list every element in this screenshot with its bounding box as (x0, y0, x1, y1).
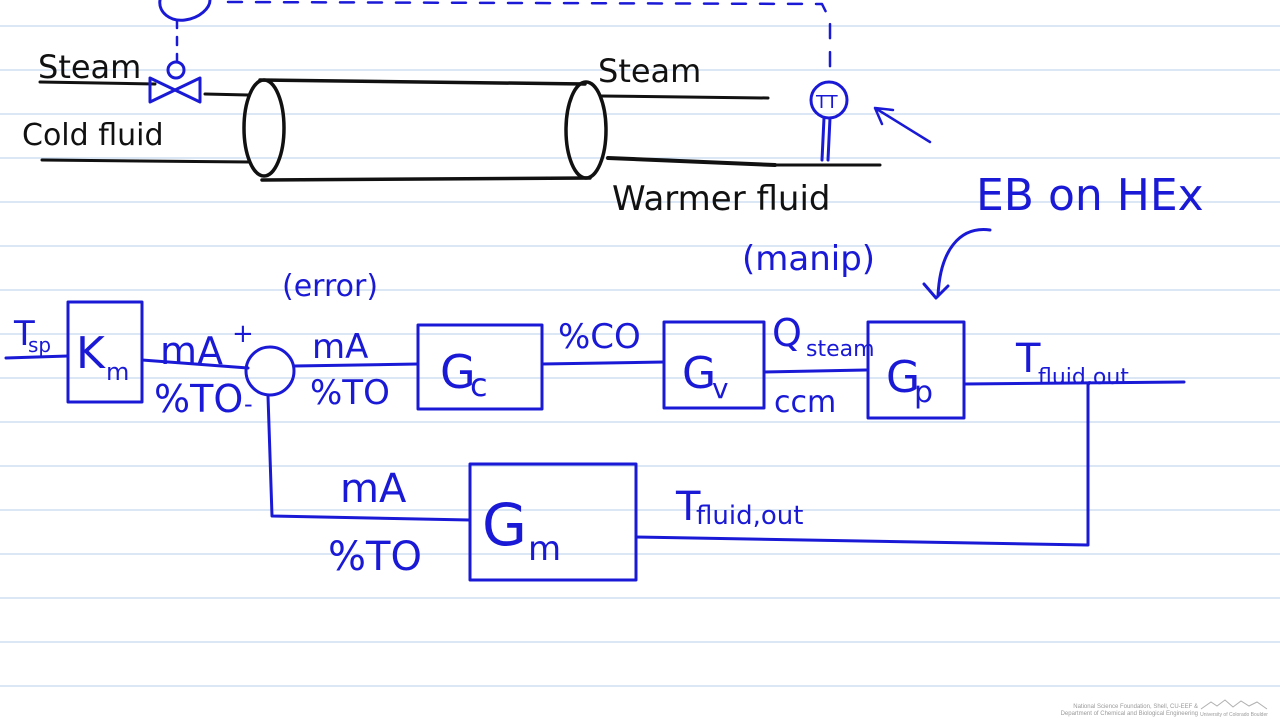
fb-in-sub-label: fluid,out (696, 501, 803, 531)
steam-in-pipe (38, 80, 157, 86)
sum-plus: + (232, 319, 254, 349)
steam-out-pipe (598, 94, 770, 100)
input-line (4, 354, 70, 360)
shell-top (258, 78, 587, 86)
cold-fluid-label: Cold fluid (22, 118, 164, 153)
warmer-fluid-label: Warmer fluid (612, 179, 830, 219)
gc-block: G c (416, 323, 544, 411)
gc-to-gv-line (540, 360, 666, 366)
km-out-bottom-label: %TO (154, 377, 243, 421)
credit-line-2: Department of Chemical and Biological En… (1060, 711, 1198, 717)
eb-on-hex-note: EB on HEx (976, 170, 1204, 221)
manip-note: (manip) (742, 239, 875, 279)
university-name: University of Colorado Boulder (1200, 712, 1268, 718)
pointer-arrow (873, 106, 932, 144)
footer-credits: National Science Foundation, Shell, CU-E… (938, 704, 1198, 718)
shell-bottom (260, 176, 592, 182)
svg-text:sp: sp (28, 333, 51, 357)
svg-text:K: K (76, 328, 106, 379)
fb-in-label: T (675, 484, 701, 530)
gm-block: G m (468, 462, 638, 582)
mountain-logo-icon (1200, 699, 1268, 710)
ccm-label: ccm (774, 385, 836, 420)
tt-tag: TT (815, 92, 839, 113)
shell-right-end (564, 80, 608, 180)
svg-text:G: G (682, 348, 716, 399)
feedback-line-right (634, 382, 1090, 547)
output-sub-label: fluid,out (1038, 365, 1129, 390)
gp-block: G p (866, 320, 966, 420)
shell-left-end (242, 78, 286, 178)
steam-valve (148, 60, 202, 104)
signal-line-top (226, 0, 832, 82)
svg-text:p: p (914, 375, 933, 410)
warm-fluid-pipe (606, 156, 777, 167)
svg-text:v: v (712, 372, 729, 405)
co-label: %CO (558, 317, 641, 357)
tt-transmitter: TT (809, 80, 849, 162)
svg-text:G: G (482, 491, 527, 559)
feedback-line-left (266, 394, 472, 522)
steam-in-pipe-2 (203, 92, 250, 97)
output-label: T (1015, 336, 1041, 382)
credit-line-1: National Science Foundation, Shell, CU-E… (1073, 704, 1198, 710)
fb-out-bottom-label: %TO (328, 534, 422, 580)
q-sub-label: steam (806, 337, 875, 362)
heat-exchanger-sketch: TC Steam Cold fluid Steam Warmer fluid (22, 0, 932, 219)
input-signal: T sp (13, 314, 51, 357)
sum-to-gc-line (292, 362, 420, 368)
q-label: Q (772, 311, 802, 355)
gv-block: G v (662, 320, 766, 410)
steam-out-label: Steam (598, 52, 701, 90)
svg-text:c: c (470, 366, 488, 404)
fb-out-top-label: mA (340, 466, 407, 512)
sum-minus: - (244, 390, 253, 418)
svg-text:m: m (106, 358, 129, 386)
output-line (962, 380, 1186, 386)
svg-text:T: T (13, 314, 35, 354)
km-block: K m (66, 300, 144, 404)
tc-controller-bubble: TC (158, 0, 212, 22)
km-to-sum-line (140, 358, 250, 370)
eb-arrow (922, 228, 992, 300)
svg-text:m: m (528, 529, 561, 569)
error-top-label: mA (312, 327, 368, 367)
summing-junction: + - (232, 319, 296, 418)
svg-text:G: G (440, 345, 476, 399)
svg-text:G: G (886, 352, 920, 403)
block-diagram: T sp K m mA %TO + - mA %TO G c %CO (4, 300, 1186, 582)
error-bottom-label: %TO (310, 373, 390, 413)
university-logo: University of Colorado Boulder (1194, 698, 1274, 718)
steam-in-label: Steam (38, 48, 141, 86)
gv-to-gp-line (762, 368, 868, 374)
ruled-lines (0, 25, 1280, 687)
km-out-top-label: mA (160, 329, 223, 373)
cold-fluid-pipe (40, 158, 252, 164)
error-note: (error) (282, 269, 378, 304)
